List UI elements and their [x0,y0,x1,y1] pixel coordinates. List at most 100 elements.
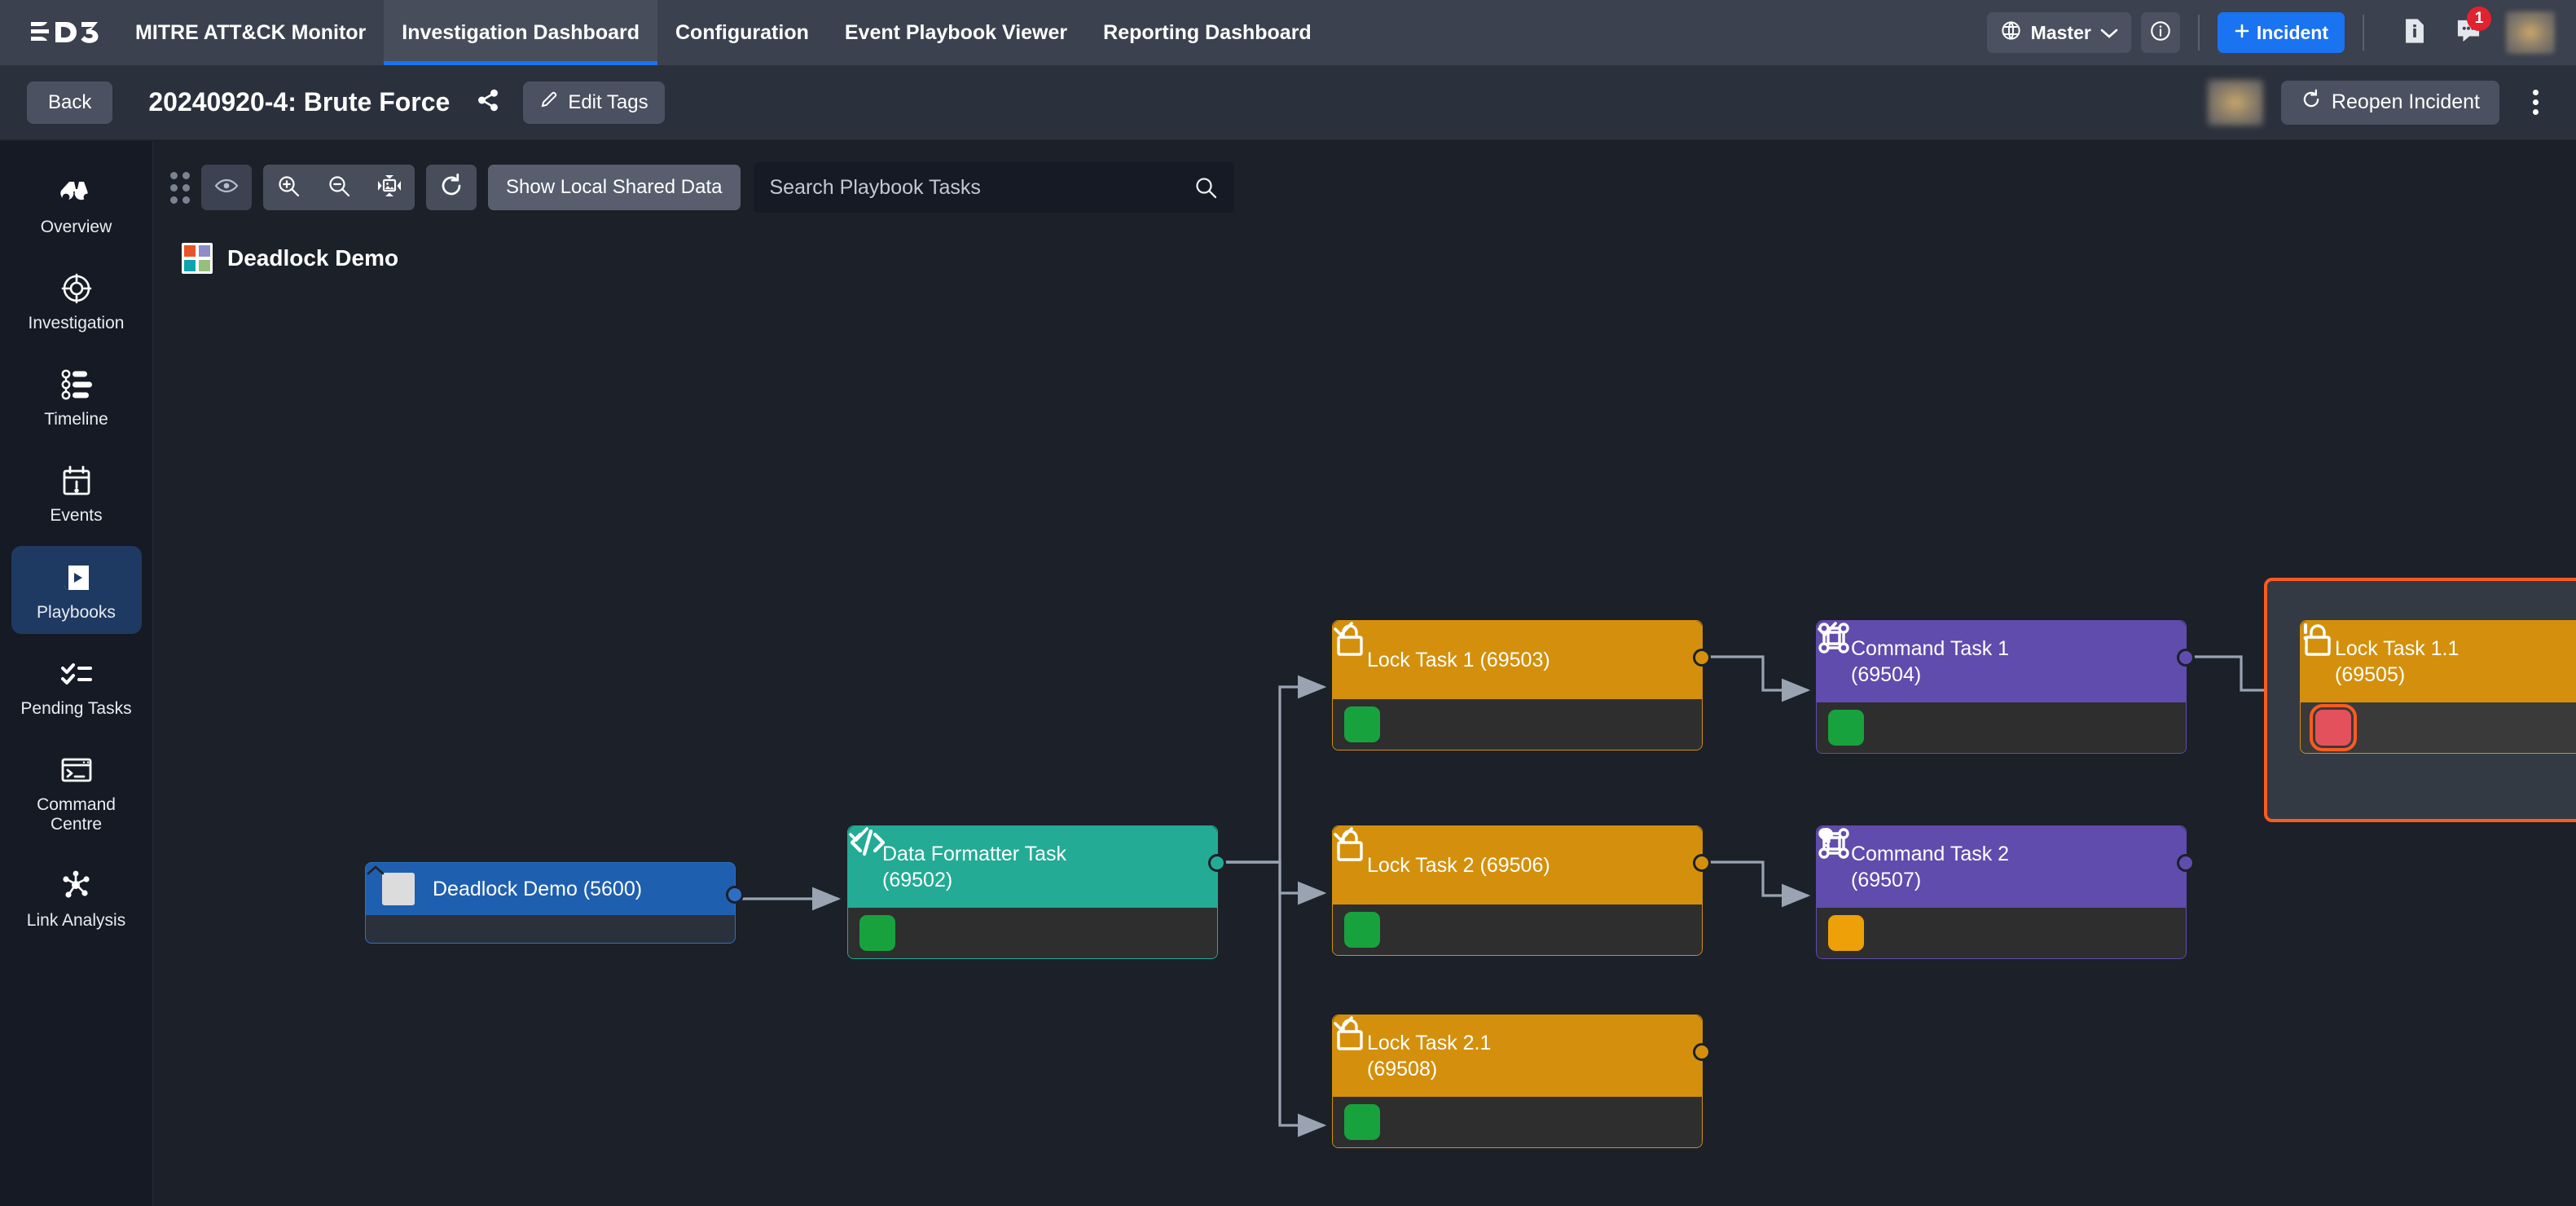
d3-logo-icon[interactable] [29,16,99,49]
sidebar-item-label: Link Analysis [26,911,126,931]
search-playbook-tasks [753,162,1234,213]
info-button[interactable] [2140,12,2180,53]
refresh-toolgroup [426,165,477,210]
documents-button[interactable] [2394,11,2436,54]
status-badge-error[interactable] [2303,623,2357,751]
status-badge-done[interactable] [1818,622,1864,746]
search-icon[interactable] [1193,175,1234,200]
refresh-button[interactable] [426,165,477,210]
node-status-bar [1333,827,1702,955]
binoculars-icon [59,174,95,211]
zoom-toolgroup [263,165,415,210]
fit-to-screen-button[interactable] [364,165,415,210]
site-selector-label: Master [2030,21,2091,43]
node-title: Lock Task 2 (69506) [1367,854,1550,877]
node-status-bar [366,915,735,943]
assignee-avatar[interactable] [2207,79,2263,125]
visibility-toolgroup [201,165,252,210]
nav-tab-configuration[interactable]: Configuration [657,0,827,65]
sidebar-item-events[interactable]: Events [11,449,142,537]
sidebar-item-label: Command Centre [37,794,116,834]
pencil-icon [539,90,559,115]
playbook-graph: Deadlock Demo (5600) Data Formatter Task… [154,141,2576,1206]
toolbar-drag-handle[interactable] [165,167,195,208]
node-output-port[interactable] [726,886,744,904]
status-badge-done[interactable] [1334,622,1380,742]
edge-69502-69508 [1224,860,1327,1138]
node-output-port[interactable] [1693,1043,1711,1061]
sidebar-item-playbooks[interactable]: Playbooks [11,545,142,634]
more-options-button[interactable] [2519,83,2552,122]
node-output-port[interactable] [1693,854,1711,872]
top-navigation-bar: MITRE ATT&CK Monitor Investigation Dashb… [0,0,2576,65]
chevron-down-icon [2100,22,2118,44]
node-output-port[interactable] [1208,854,1226,872]
node-header: Lock Task 2.1 (69508) [1333,1015,1702,1097]
reopen-refresh-icon [2301,89,2322,116]
node-title: Command Task 2 (69507) [1851,843,2010,891]
node-output-port[interactable] [1693,649,1711,667]
graph-node-69504[interactable]: Command Task 1 (69504) [1816,620,2195,754]
nav-tab-investigation-dashboard[interactable]: Investigation Dashboard [384,0,657,65]
edit-tags-button[interactable]: Edit Tags [523,81,665,124]
subheader-actions: Reopen Incident [2207,79,2576,125]
add-incident-button[interactable]: Incident [2217,12,2345,53]
graph-node-69508[interactable]: Lock Task 2.1 (69508) [1332,1015,1711,1148]
status-badge-pending[interactable] [1819,827,1864,951]
node-header: Data Formatter Task (69502) [848,826,1217,908]
site-selector[interactable]: Master [1986,12,2131,53]
sidebar-item-pending-tasks[interactable]: Pending Tasks [11,642,142,730]
zoom-in-button[interactable] [263,165,314,210]
graph-node-69502[interactable]: Data Formatter Task (69502) [847,825,1226,959]
nav-tab-label: Configuration [675,20,809,44]
edge-69502-69506 [1224,860,1327,905]
node-status-bar [1817,827,2186,958]
sidebar-item-overview[interactable]: Overview [11,161,142,249]
node-title: Command Task 1 (69504) [1851,637,2010,686]
sidebar-item-label: Investigation [28,314,125,333]
zoom-out-button[interactable] [314,165,364,210]
chevron-up-icon [367,865,415,905]
toggle-visibility-button[interactable] [201,165,252,210]
incident-subheader: Back 20240920-4: Brute Force Edit Tags R… [0,65,2576,140]
node-title: Lock Task 1.1 (69505) [2335,637,2460,686]
graph-node-69506[interactable]: Lock Task 2 (69506) [1332,825,1711,956]
node-output-port[interactable] [2177,649,2195,667]
node-header: Lock Task 1 (69503) [1333,621,1702,699]
sidebar-item-label: Playbooks [37,602,116,622]
graph-node-69507[interactable]: Command Task 2 (69507) [1816,825,2195,959]
graph-node-5600[interactable]: Deadlock Demo (5600) [365,862,744,944]
eye-icon [214,177,239,199]
notification-badge: 1 [2467,7,2491,31]
zoom-out-icon [327,174,351,202]
sidebar-item-timeline[interactable]: Timeline [11,353,142,441]
status-badge-done[interactable] [1334,1016,1380,1140]
sidebar-item-command-centre[interactable]: Command Centre [11,738,142,846]
main-nav-tabs: MITRE ATT&CK Monitor Investigation Dashb… [117,0,1330,65]
notifications-button[interactable]: 1 [2447,7,2491,54]
target-icon [59,270,94,307]
status-badge-done[interactable] [1334,827,1380,948]
user-avatar[interactable] [2506,11,2555,54]
show-local-shared-data-button[interactable]: Show Local Shared Data [488,165,741,210]
share-button[interactable] [471,86,505,120]
nav-tab-mitre-attack-monitor[interactable]: MITRE ATT&CK Monitor [117,0,384,65]
document-info-icon [2402,17,2427,49]
back-button[interactable]: Back [27,81,113,124]
sidebar-item-investigation[interactable]: Investigation [11,257,142,345]
canvas-toolbar: Show Local Shared Data [165,162,1234,213]
status-badge-done[interactable] [849,827,895,951]
fit-to-screen-icon [376,174,402,202]
graph-node-69503[interactable]: Lock Task 1 (69503) [1332,620,1711,750]
checklist-icon [59,655,94,693]
nav-tab-reporting-dashboard[interactable]: Reporting Dashboard [1085,0,1330,65]
sidebar-item-link-analysis[interactable]: Link Analysis [11,854,142,942]
add-incident-label: Incident [2256,21,2328,43]
graph-node-69505[interactable]: Lock Task 1.1 (69505) [2300,620,2576,754]
nav-tab-event-playbook-viewer[interactable]: Event Playbook Viewer [827,0,1085,65]
info-circle-icon [2149,20,2172,46]
reopen-incident-button[interactable]: Reopen Incident [2280,80,2499,125]
node-output-port[interactable] [2177,854,2195,872]
top-nav-actions: Master Incident [1986,7,2576,54]
search-input[interactable] [753,175,1193,200]
